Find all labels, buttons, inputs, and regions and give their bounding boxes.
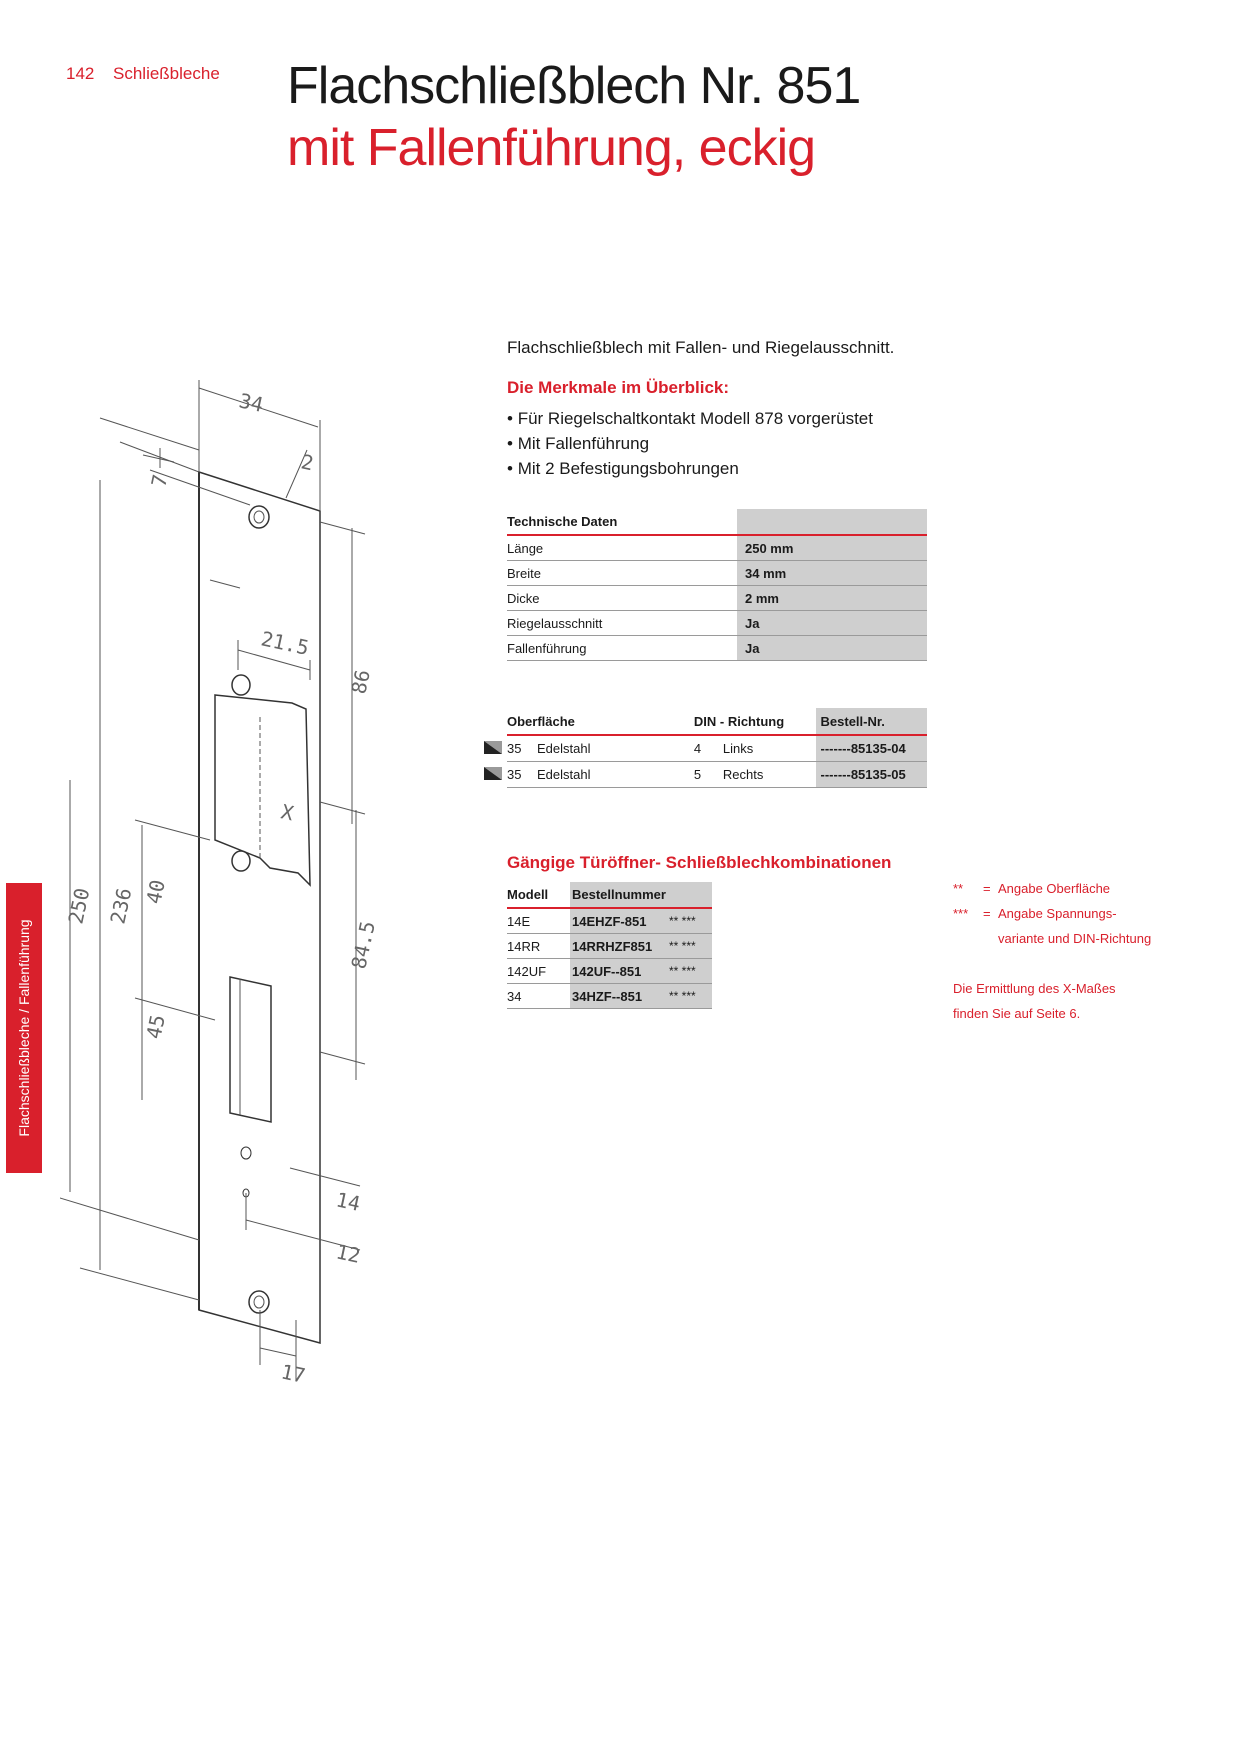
plate-outline (198, 470, 321, 1344)
bolt-cutout (229, 976, 272, 1123)
dim-width: 34 (237, 388, 266, 416)
table-row: 34 34HZF--851 ** *** (507, 983, 712, 1009)
lower-mid-hole (231, 850, 251, 872)
dim-84-5: 84.5 (346, 919, 379, 971)
dim-top-hole: 7 (146, 472, 172, 489)
intro-text: Flachschließblech mit Fallen- und Riegel… (507, 338, 895, 357)
dim-thickness: 2 (299, 449, 316, 475)
technical-drawing: 34 2 7 21.5 86 X 250 236 40 84.5 45 14 1… (60, 380, 380, 1388)
table-row: Fallenführung Ja (507, 635, 927, 661)
note-eq: = (983, 906, 991, 921)
table-row: 142UF 142UF--851 ** *** (507, 958, 712, 984)
side-tab: Flachschließbleche / Fallenführung (6, 883, 42, 1173)
page-title: Flachschließblech Nr. 851 (287, 57, 861, 115)
table-row: 14RR 14RRHZF851 ** *** (507, 933, 712, 959)
note-text: variante und DIN-Richtung (998, 931, 1152, 946)
table-row: Riegelausschnitt Ja (507, 610, 927, 636)
x-measure-note: finden Sie auf Seite 6. (953, 1006, 1081, 1021)
dim-upper: 86 (346, 667, 374, 696)
feature-item: Mit Fallenführung (507, 431, 873, 456)
dim-40: 40 (141, 877, 169, 906)
top-hole (248, 505, 270, 529)
order-number-header: Bestellnummer (570, 882, 712, 909)
table-row: 14E 14EHZF-851 ** *** (507, 908, 712, 934)
combinations-heading: Gängige Türöffner- Schließblechkombinati… (507, 853, 892, 872)
side-tab-label: Flachschließbleche / Fallenführung (16, 919, 32, 1137)
page-subtitle: mit Fallenführung, eckig (287, 119, 816, 177)
latch-cutout (214, 694, 311, 887)
table-row: Dicke 2 mm (507, 585, 927, 611)
features-heading: Die Merkmale im Überblick: (507, 378, 730, 397)
x-measure-note: Die Ermittlung des X-Maßes (953, 981, 1116, 996)
features-list: Für Riegelschaltkontakt Modell 878 vorge… (507, 406, 873, 481)
page-number: 142 (66, 64, 95, 83)
combinations-table: Modell Bestellnummer 14E 14EHZF-851 ** *… (507, 882, 712, 1009)
dim-latch-width: 21.5 (259, 626, 311, 659)
note-sym: ** (953, 881, 964, 896)
table-row: 35 Edelstahl 5 Rechts -------85135-05 (507, 761, 927, 788)
note-text: Angabe Spannungs- (998, 906, 1117, 921)
din-header: DIN - Richtung (693, 708, 816, 736)
tech-data-table: Technische Daten Länge 250 mm Breite 34 … (507, 509, 927, 661)
feature-item: Für Riegelschaltkontakt Modell 878 vorge… (507, 406, 873, 431)
note-eq: = (983, 881, 991, 896)
model-header: Modell (507, 882, 570, 909)
dim-14: 14 (334, 1187, 363, 1215)
dim-17: 17 (279, 1359, 308, 1387)
dim-45: 45 (141, 1012, 169, 1041)
bottom-hole (248, 1290, 270, 1314)
tech-data-heading: Technische Daten (507, 509, 737, 536)
dim-inner: 236 (105, 886, 136, 926)
dim-x: X (279, 799, 296, 825)
note-sym: *** (953, 906, 969, 921)
order-header: Bestell-Nr. (815, 708, 927, 736)
surface-swatch-icon (484, 741, 502, 754)
surface-header: Oberfläche (507, 708, 694, 736)
dim-total: 250 (63, 886, 94, 926)
small-hole (240, 1146, 252, 1160)
surface-swatch-icon (484, 767, 502, 780)
table-row: Länge 250 mm (507, 535, 927, 561)
section-title: Schließbleche (113, 64, 220, 83)
feature-item: Mit 2 Befestigungsbohrungen (507, 456, 873, 481)
table-row: Breite 34 mm (507, 560, 927, 586)
surface-table: Oberfläche DIN - Richtung Bestell-Nr. 35… (507, 708, 927, 788)
upper-mid-hole (231, 674, 251, 696)
table-row: 35 Edelstahl 4 Links -------85135-04 (507, 735, 927, 762)
note-text: Angabe Oberfläche (998, 881, 1111, 896)
dim-12: 12 (334, 1239, 363, 1267)
